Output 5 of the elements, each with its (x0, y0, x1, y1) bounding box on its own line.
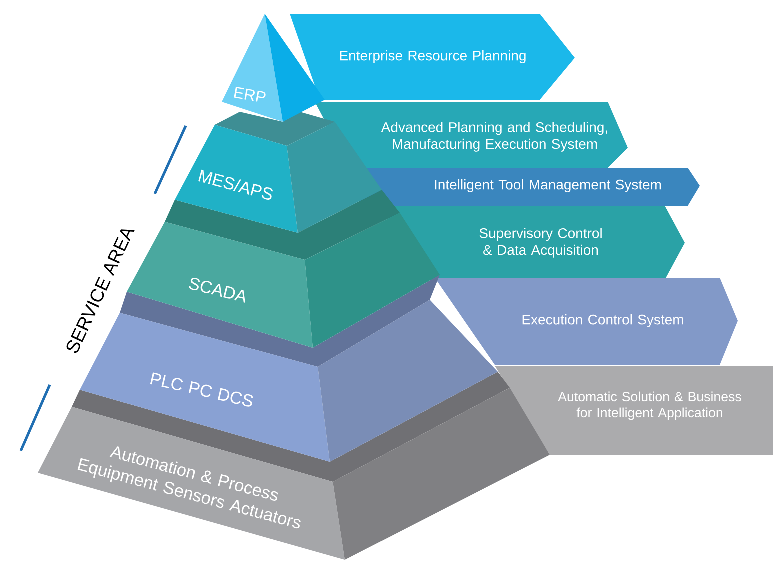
arrow-band: Execution Control System (435, 278, 738, 365)
pyramid-layer: ERP (222, 14, 325, 122)
arrow-band: Advanced Planning and Scheduling, Manufacturing Execution System (315, 102, 628, 168)
arrow-band: Intelligent Tool Management System (360, 168, 700, 206)
arrow-band: Enterprise Resource Planning (290, 14, 575, 100)
